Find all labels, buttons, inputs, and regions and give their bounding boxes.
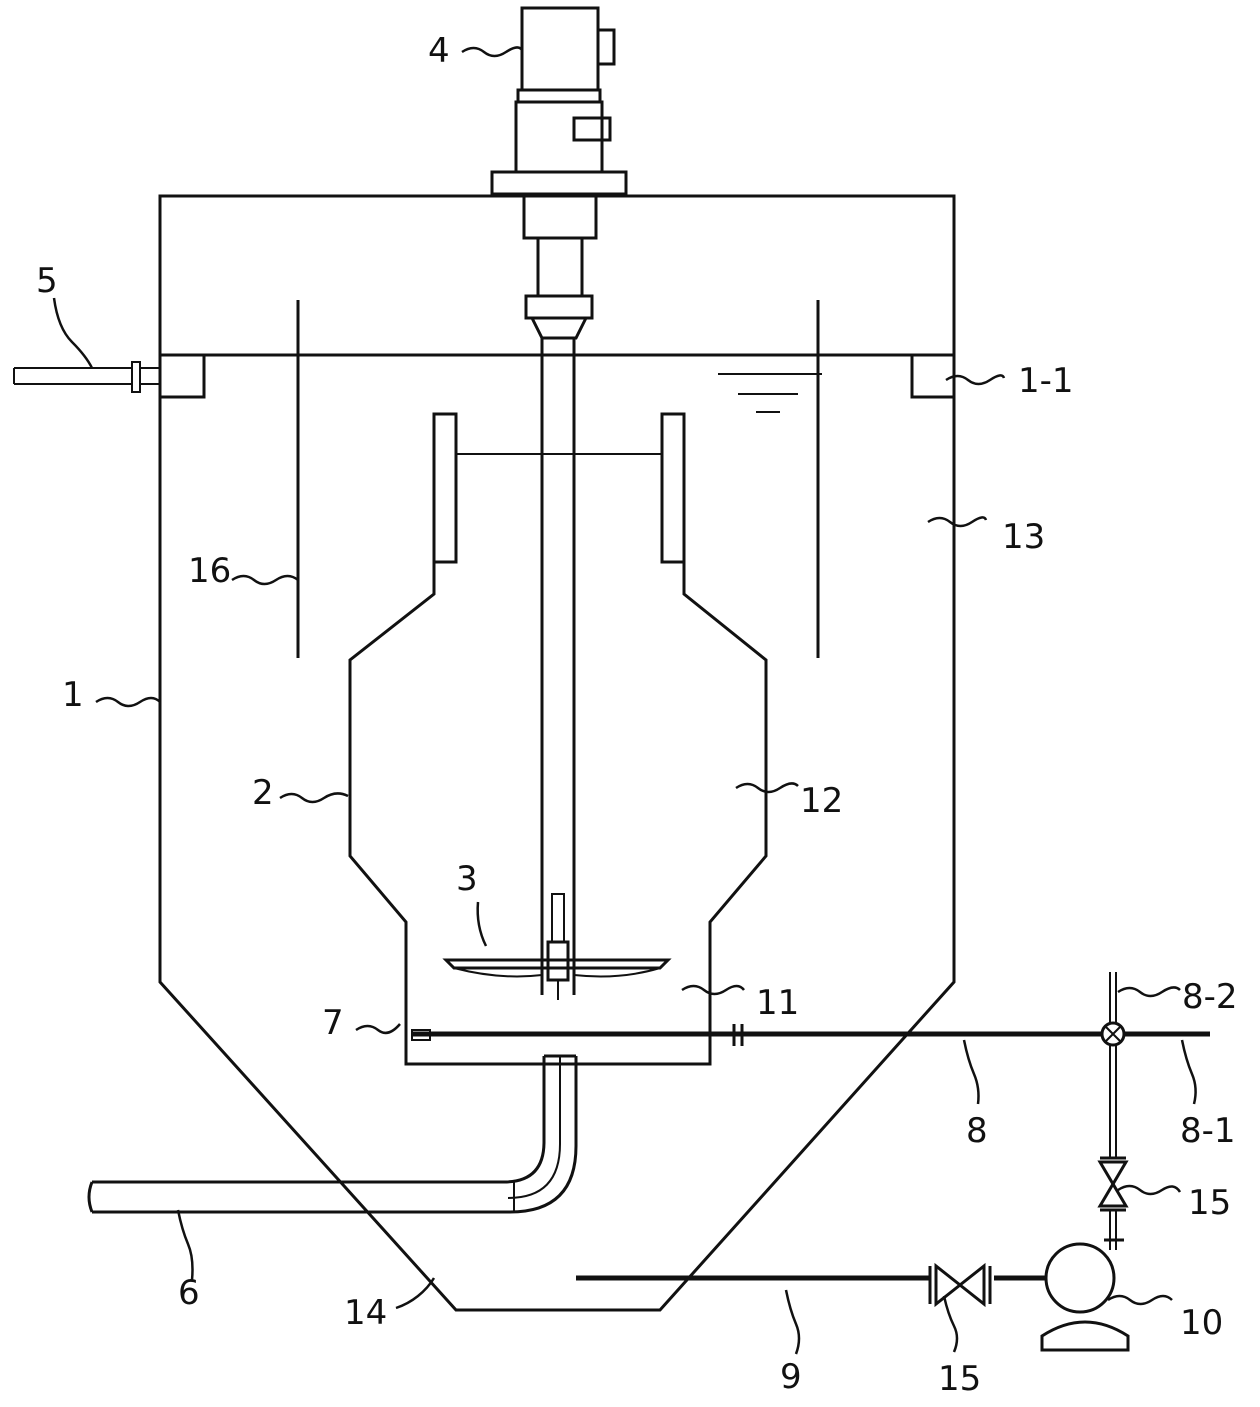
label-11: 11 [756, 983, 799, 1023]
label-5: 5 [36, 261, 58, 301]
label-4: 4 [428, 31, 450, 71]
label-8-1: 8-1 [1180, 1111, 1236, 1151]
outlet-pipe [87, 1054, 578, 1214]
impeller [442, 893, 672, 1000]
label-10: 10 [1180, 1303, 1223, 1343]
label-8-2: 8-2 [1182, 977, 1238, 1017]
baffles [296, 300, 820, 658]
leader-lines [52, 46, 1197, 1355]
label-3: 3 [456, 859, 478, 899]
three-way-valve [1100, 972, 1126, 1160]
label-15-horizontal: 15 [938, 1359, 981, 1399]
label-7: 7 [322, 1003, 344, 1043]
label-13: 13 [1002, 517, 1045, 557]
label-14: 14 [344, 1293, 387, 1333]
label-9: 9 [780, 1357, 802, 1397]
label-16: 16 [188, 551, 231, 591]
liquid-level [158, 353, 956, 413]
label-8: 8 [966, 1111, 988, 1151]
inner-draft-tube [348, 412, 768, 1066]
label-6: 6 [178, 1273, 200, 1313]
motor-drive [490, 6, 628, 340]
agitator-shaft [540, 338, 576, 995]
vertical-valve [1097, 1160, 1129, 1250]
label-15-vertical: 15 [1188, 1183, 1231, 1223]
part-labels: 4 5 1-1 13 16 1 2 12 3 11 7 8-2 8 8-1 15… [36, 31, 1238, 1399]
distribution-pipe [411, 1024, 1210, 1046]
label-1-1: 1-1 [1018, 361, 1074, 401]
label-1: 1 [62, 675, 84, 715]
label-2: 2 [252, 773, 274, 813]
inlet-pipe [13, 361, 161, 393]
outer-tank [158, 194, 956, 1312]
label-12: 12 [800, 781, 843, 821]
recycle-line [576, 1262, 1046, 1308]
